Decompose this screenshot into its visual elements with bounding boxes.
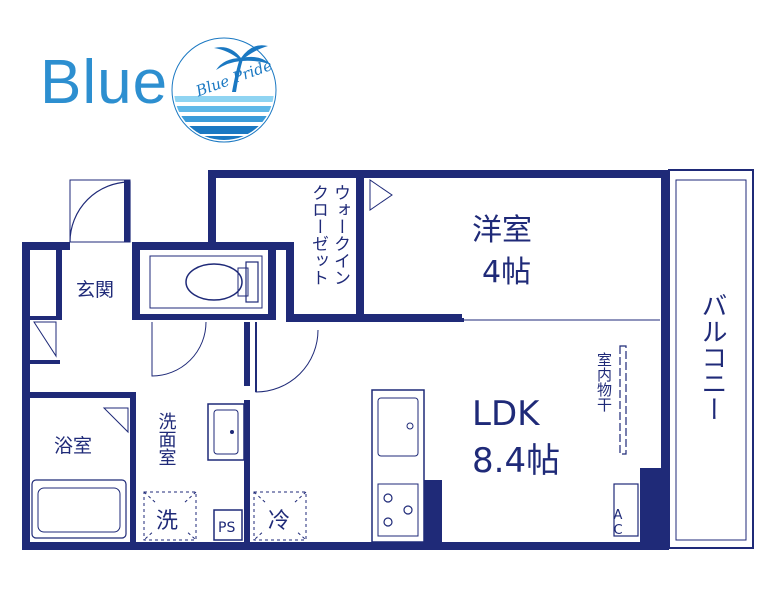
svg-text:洗: 洗 bbox=[156, 509, 178, 534]
entrance-door bbox=[69, 179, 131, 243]
brand-logo-text: Blue bbox=[40, 48, 169, 117]
svg-text:冷: 冷 bbox=[268, 509, 290, 534]
svg-text:PS: PS bbox=[218, 520, 235, 536]
washer-space: 洗 bbox=[143, 491, 197, 541]
balcony-label: バルコニー bbox=[697, 292, 727, 422]
indoor-drying-label: 室内物干 bbox=[595, 352, 613, 412]
air-conditioner: AC bbox=[611, 483, 639, 538]
western-room-size: 4帖 bbox=[482, 255, 531, 290]
fridge-space: 冷 bbox=[253, 491, 307, 541]
walk-in-closet-col1: ウォークイン bbox=[330, 184, 350, 286]
indoor-drying-rail bbox=[619, 345, 627, 455]
svg-text:AC: AC bbox=[611, 508, 626, 538]
ldk-name: LDK bbox=[472, 394, 541, 434]
walls bbox=[22, 170, 669, 550]
walk-in-closet-label: ウォークイン クローゼット bbox=[308, 184, 350, 286]
bathroom-label: 浴室 bbox=[54, 435, 92, 457]
bathtub bbox=[31, 479, 127, 539]
door-swings bbox=[33, 319, 660, 397]
pipe-space: PS bbox=[213, 509, 243, 541]
balcony bbox=[663, 169, 754, 549]
kitchen-counter bbox=[371, 389, 425, 543]
walk-in-closet-col2: クローゼット bbox=[308, 184, 328, 286]
stove-icon bbox=[377, 483, 419, 537]
entrance-label: 玄関 bbox=[76, 279, 114, 301]
toilet-icon bbox=[149, 255, 263, 309]
ldk-size: 8.4帖 bbox=[472, 441, 560, 481]
washroom-label: 洗面室 bbox=[156, 412, 177, 466]
western-room-name: 洋室 bbox=[472, 213, 532, 248]
palm-tree-icon bbox=[214, 45, 270, 92]
washbasin bbox=[207, 403, 245, 461]
brand-emblem: Blue Pride bbox=[171, 37, 277, 143]
